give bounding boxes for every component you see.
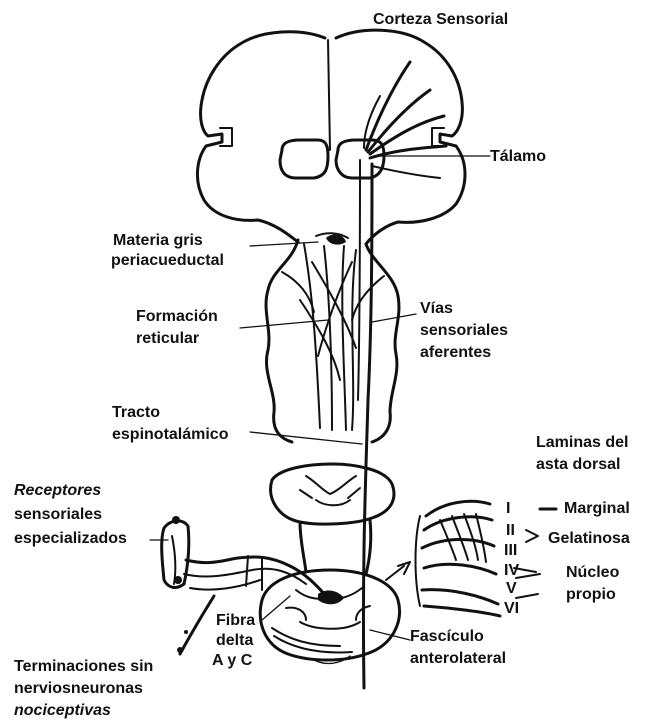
- label-gelatinosa: Gelatinosa: [548, 528, 630, 549]
- leader-tracto: [250, 432, 362, 444]
- label-terminaciones-line3: nociceptivas: [14, 700, 111, 721]
- label-fibra-line3: A y C: [212, 650, 252, 671]
- label-fasciculo-line2: anterolateral: [410, 648, 506, 669]
- label-lamina-III: III: [504, 540, 517, 561]
- label-laminas-line2: asta dorsal: [536, 454, 620, 475]
- label-marginal: Marginal: [564, 498, 630, 519]
- label-corteza: Corteza Sensorial: [373, 9, 508, 30]
- leader-materia: [250, 242, 318, 246]
- label-formacion-line2: reticular: [136, 328, 199, 349]
- label-materia-line1: Materia gris: [113, 230, 203, 251]
- longitudinal-fissure: [328, 40, 330, 150]
- label-vias-line3: aferentes: [420, 342, 491, 363]
- label-nucleo-line2: propio: [566, 584, 616, 605]
- label-lamina-I: I: [506, 498, 510, 519]
- label-lamina-V: V: [506, 578, 517, 599]
- thalamus-left: [280, 140, 328, 178]
- right-hemisphere: [336, 30, 465, 244]
- label-fasciculo-line1: Fascículo: [410, 626, 484, 647]
- dorsal-horn-laminae: [422, 501, 500, 616]
- label-terminaciones-line2: nerviosneuronas: [14, 678, 143, 699]
- label-lamina-II: II: [506, 520, 515, 541]
- peripheral-nerve-fibre: [186, 557, 330, 600]
- label-fibra-line2: delta: [216, 630, 253, 651]
- label-talamo: Tálamo: [490, 146, 546, 167]
- label-formacion-line1: Formación: [136, 306, 218, 327]
- label-tracto-line1: Tracto: [112, 402, 160, 423]
- label-materia-line2: periacueductal: [111, 250, 224, 271]
- label-receptores-line1: Receptores: [14, 480, 101, 501]
- label-fibra-line1: Fibra: [216, 610, 255, 631]
- label-nucleo-line1: Núcleo: [566, 562, 619, 583]
- thalamocortical-fibre-1: [366, 62, 410, 150]
- leader-vias: [372, 314, 416, 322]
- label-tracto-line2: espinotalámico: [112, 424, 228, 445]
- label-receptores-line3: especializados: [14, 528, 127, 549]
- label-terminaciones-line1: Terminaciones sin: [14, 656, 153, 677]
- label-lamina-VI: VI: [504, 598, 519, 619]
- label-laminas-line1: Laminas del: [536, 432, 628, 453]
- label-receptores-line2: sensoriales: [14, 504, 102, 525]
- label-vias-line1: Vías: [420, 298, 453, 319]
- label-vias-line2: sensoriales: [420, 320, 508, 341]
- left-hemisphere: [197, 32, 325, 242]
